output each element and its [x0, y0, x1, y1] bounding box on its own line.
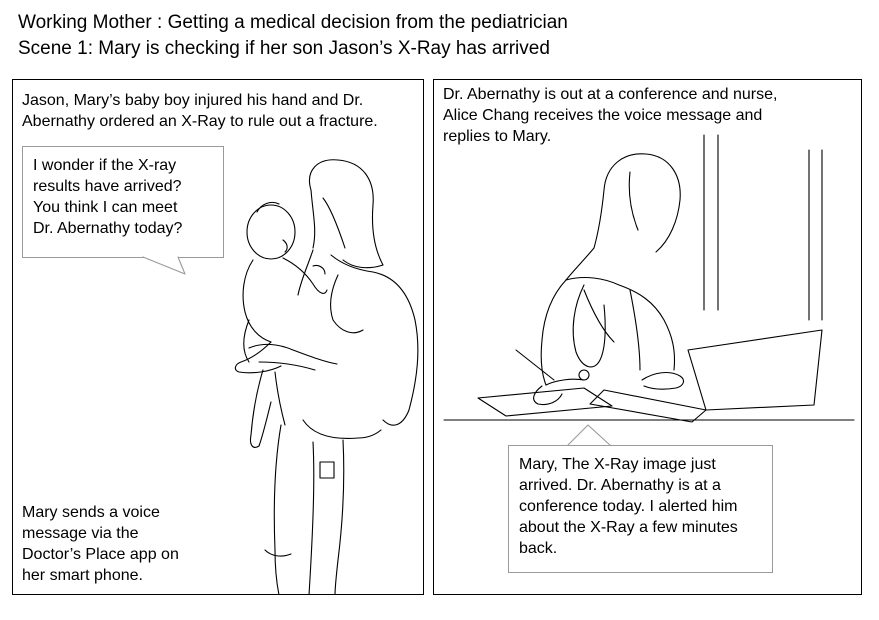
bubble-line: conference today. I alerted him: [519, 498, 738, 515]
speech-bubble-nurse: Mary, The X-Ray image just arrived. Dr. …: [508, 445, 773, 573]
page-title: Working Mother : Getting a medical decis…: [18, 12, 568, 33]
bubble-line: Mary, The X-Ray image just: [519, 456, 716, 473]
caption-line: Doctor’s Place app on: [22, 546, 179, 563]
bubble-line: about the X-Ray a few minutes: [519, 519, 738, 536]
bubble-line: You think I can meet: [33, 199, 178, 216]
bubble-line: I wonder if the X-ray: [33, 157, 177, 174]
bubble-line: back.: [519, 540, 558, 557]
caption-line: Mary sends a voice: [22, 504, 160, 521]
caption-line: replies to Mary.: [443, 128, 552, 145]
speech-bubble-mary: I wonder if the X-ray results have arriv…: [22, 146, 224, 258]
comic-panel-left: Jason, Mary’s baby boy injured his hand …: [12, 79, 424, 595]
bubble-line: results have arrived?: [33, 178, 182, 195]
mother-holding-baby-illustration: [234, 159, 419, 594]
caption-line: message via the: [22, 525, 139, 542]
bubble-line: Dr. Abernathy today?: [33, 220, 183, 237]
caption-top-right: Dr. Abernathy is out at a conference and…: [443, 84, 855, 147]
scene-subtitle: Scene 1: Mary is checking if her son Jas…: [18, 38, 550, 59]
caption-line: her smart phone.: [22, 567, 143, 584]
caption-line: Alice Chang receives the voice message a…: [443, 107, 763, 124]
caption-bottom-left: Mary sends a voice message via the Docto…: [22, 502, 222, 586]
comic-panel-right: Dr. Abernathy is out at a conference and…: [433, 79, 862, 595]
caption-line: Dr. Abernathy is out at a conference and…: [443, 86, 778, 103]
nurse-with-laptop-illustration: [443, 134, 855, 423]
bubble-line: arrived. Dr. Abernathy is at a: [519, 477, 721, 494]
caption-top-left: Jason, Mary’s baby boy injured his hand …: [22, 92, 378, 130]
